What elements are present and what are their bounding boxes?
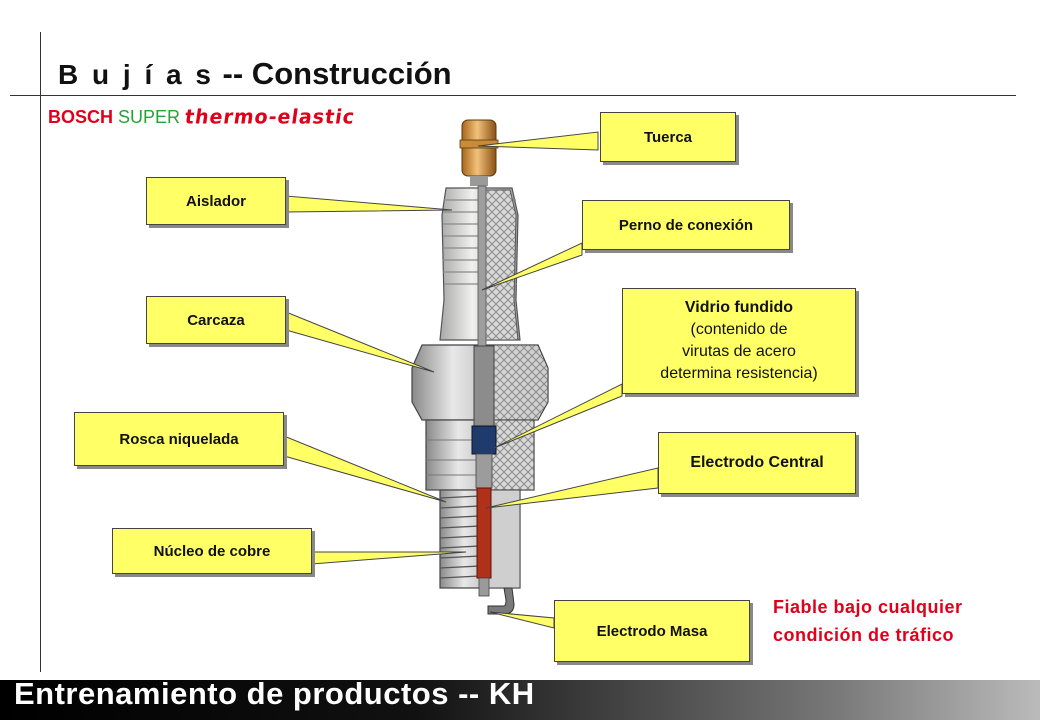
title-rest: -- Construcción bbox=[213, 56, 452, 91]
footer-title: Entrenamiento de productos -- KH bbox=[14, 676, 535, 711]
note-line1: Fiable bajo cualquier bbox=[773, 597, 963, 617]
page-title: B u j í a s -- Construcción bbox=[58, 56, 452, 92]
vidrio-line3: determina resistencia) bbox=[660, 365, 818, 382]
label-nucleo-de-cobre: Núcleo de cobre bbox=[112, 528, 312, 574]
brand-bosch: BOSCH bbox=[48, 107, 114, 127]
brand-line: BOSCH SUPER thermo-elastic bbox=[48, 105, 357, 128]
label-tuerca: Tuerca bbox=[600, 112, 736, 162]
label-electrodo-masa: Electrodo Masa bbox=[554, 600, 750, 662]
label-rosca-niquelada: Rosca niquelada bbox=[74, 412, 284, 466]
copper-core-shape bbox=[476, 487, 492, 579]
label-electrodo-central: Electrodo Central bbox=[658, 432, 856, 494]
vidrio-title: Vidrio fundido bbox=[684, 299, 794, 316]
label-vidrio-fundido: Vidrio fundido (contenido de virutas de … bbox=[622, 288, 856, 394]
vidrio-line2: virutas de acero bbox=[682, 343, 796, 360]
label-perno-de-conexion: Perno de conexión bbox=[582, 200, 790, 250]
center-electrode-tip-shape bbox=[478, 577, 490, 597]
brand-super: SUPER bbox=[118, 107, 181, 127]
horizontal-rule bbox=[10, 95, 1016, 96]
vertical-rule bbox=[40, 32, 41, 672]
ground-electrode-shape bbox=[487, 587, 515, 615]
label-carcaza: Carcaza bbox=[146, 296, 286, 344]
reliability-note: Fiable bajo cualquier condición de tráfi… bbox=[773, 593, 963, 649]
footer-bar bbox=[0, 680, 1040, 720]
note-line2: condición de tráfico bbox=[773, 625, 955, 645]
glass-seal-shape bbox=[471, 425, 497, 455]
vidrio-line1: (contenido de bbox=[690, 321, 788, 338]
label-aislador: Aislador bbox=[146, 177, 286, 225]
title-spaced: B u j í a s bbox=[58, 59, 214, 90]
